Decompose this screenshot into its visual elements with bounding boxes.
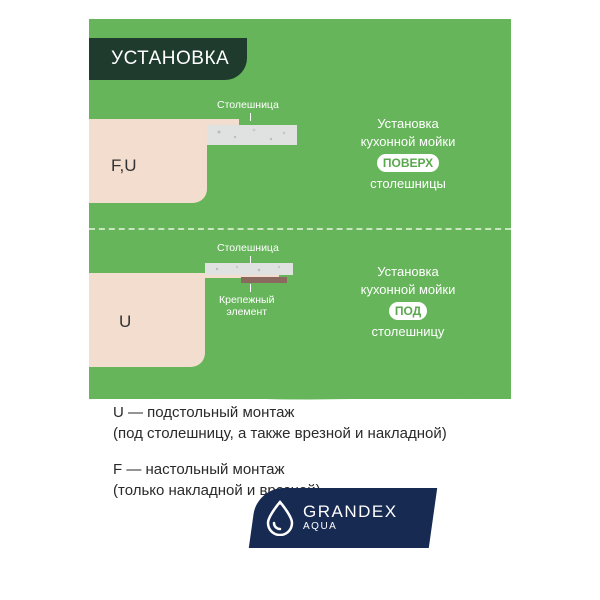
top-desc-line2: кухонной мойки	[360, 134, 456, 149]
water-drop-icon	[266, 500, 294, 536]
top-desc-line3: столешницы	[370, 176, 446, 191]
countertop-top-pointer	[250, 113, 251, 121]
legend-u-line1: U — подстольный монтаж	[113, 404, 295, 421]
wave-shape	[89, 369, 511, 400]
bottom-desc-line2: кухонной мойки	[360, 282, 456, 297]
fastener-label-line2: элемент	[226, 306, 268, 318]
installation-card: УСТАНОВКА F,U Столешница Установка кухон…	[89, 19, 511, 566]
countertop-top-icon	[199, 119, 297, 145]
brand-sub: AQUA	[303, 521, 338, 532]
section-title-text: УСТАНОВКА	[111, 48, 230, 69]
brand-logo: GRANDEX AQUA	[265, 490, 425, 546]
top-pill: ПОВЕРХ	[376, 154, 440, 172]
bottom-desc-line1: Установка	[377, 264, 439, 279]
section-title: УСТАНОВКА	[89, 38, 247, 80]
sink-bottom	[89, 273, 205, 367]
sink-top	[89, 119, 207, 203]
legend-u: U — подстольный монтаж (под столешницу, …	[113, 402, 447, 444]
countertop-bottom-icon	[199, 263, 293, 283]
bottom-pill: ПОД	[388, 302, 428, 320]
top-desc-line1: Установка	[377, 116, 439, 131]
fastener-pointer	[250, 284, 251, 292]
fastener-label: Крепежный элемент	[219, 294, 274, 318]
dashed-divider	[89, 228, 511, 230]
fastener-label-line1: Крепежный	[219, 294, 275, 306]
countertop-bottom-pointer	[250, 256, 251, 263]
countertop-top-label: Столешница	[217, 99, 279, 111]
brand-name: GRANDEX	[303, 502, 398, 521]
countertop-bottom-label: Столешница	[217, 242, 279, 254]
top-description: Установка кухонной мойки ПОВЕРХ столешни…	[338, 115, 478, 193]
legend-f-line1: F — настольный монтаж	[113, 461, 285, 478]
sink-top-label: F,U	[111, 156, 137, 175]
legend-u-line2: (под столешницу, а также врезной и накла…	[113, 425, 447, 442]
bottom-description: Установка кухонной мойки ПОД столешницу	[338, 263, 478, 341]
bottom-desc-line3: столешницу	[371, 324, 445, 339]
sink-bottom-label: U	[119, 312, 132, 331]
